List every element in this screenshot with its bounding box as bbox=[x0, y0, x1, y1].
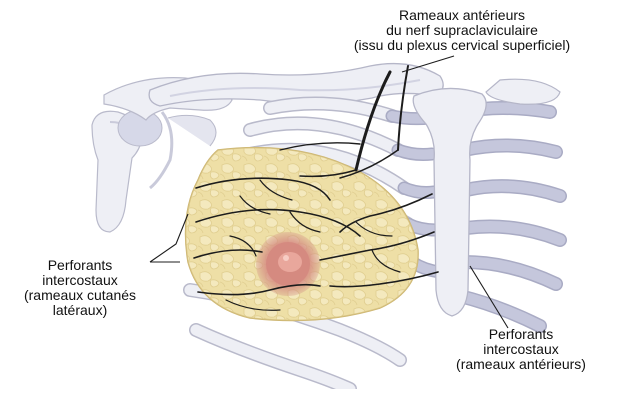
label-line: intercostaux bbox=[416, 342, 626, 357]
label-line: (rameaux antérieurs) bbox=[416, 357, 626, 372]
label-line: (issu du plexus cervical superficiel) bbox=[262, 38, 626, 53]
label-line: (rameaux cutanés bbox=[10, 288, 150, 303]
label-line: latéraux) bbox=[10, 303, 150, 318]
leader-lateral-1 bbox=[150, 214, 188, 262]
humerus bbox=[92, 110, 162, 232]
label-line: Perforants bbox=[416, 327, 626, 342]
label-line: du nerf supraclaviculaire bbox=[262, 23, 626, 38]
label-supraclavicular: Rameaux antérieurs du nerf supraclavicul… bbox=[262, 8, 626, 53]
label-line: intercostaux bbox=[10, 273, 150, 288]
label-line: Perforants bbox=[10, 258, 150, 273]
label-intercostal-anterior: Perforants intercostaux (rameaux antérie… bbox=[416, 327, 626, 372]
label-intercostal-lateral: Perforants intercostaux (rameaux cutanés… bbox=[10, 258, 150, 318]
nipple bbox=[278, 252, 302, 272]
label-line: Rameaux antérieurs bbox=[262, 8, 626, 23]
